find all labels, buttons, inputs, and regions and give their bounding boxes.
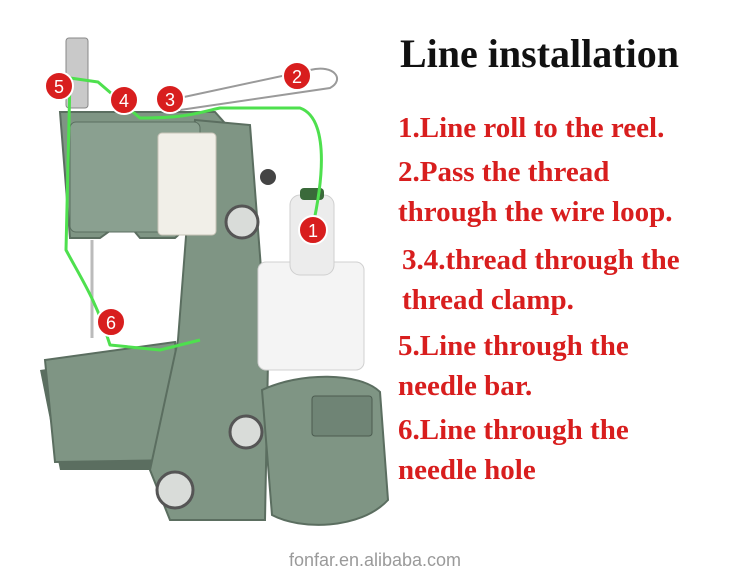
step-marker-1: 1 bbox=[298, 215, 328, 245]
step-3-4-text: 3.4.thread through the thread clamp. bbox=[402, 240, 680, 320]
step-marker-6: 6 bbox=[96, 307, 126, 337]
watermark-text: fonfar.en.alibaba.com bbox=[288, 550, 462, 570]
step-marker-circle bbox=[298, 215, 328, 245]
step-markers: 1 2 3 4 5 6 bbox=[44, 61, 328, 337]
step-5-line-2: needle bar. bbox=[398, 370, 533, 402]
step-marker-label: 2 bbox=[292, 67, 302, 87]
step-marker-circle bbox=[282, 61, 312, 91]
step-marker-5: 5 bbox=[44, 71, 74, 101]
step-6-text: 6.Line through the needle hole bbox=[398, 410, 629, 490]
step-marker-label: 6 bbox=[106, 313, 116, 333]
step-1-line-1: 1.Line roll to the reel. bbox=[398, 112, 665, 144]
step-3-4-line-1: 3.4.thread through the bbox=[402, 244, 680, 276]
step-marker-label: 3 bbox=[165, 90, 175, 110]
step-marker-label: 1 bbox=[308, 221, 318, 241]
step-marker-circle bbox=[155, 84, 185, 114]
step-marker-4: 4 bbox=[109, 85, 139, 115]
tension-block bbox=[157, 132, 217, 236]
thread-spool bbox=[257, 188, 365, 371]
step-marker-label: 4 bbox=[119, 91, 129, 111]
step-2-line-2: through the wire loop. bbox=[398, 196, 673, 228]
step-3-4-line-2: thread clamp. bbox=[402, 284, 574, 316]
step-2-text: 2.Pass the thread through the wire loop. bbox=[398, 152, 672, 232]
step-5-text: 5.Line through the needle bar. bbox=[398, 326, 629, 406]
wire-loop bbox=[169, 67, 338, 111]
step-marker-circle bbox=[109, 85, 139, 115]
step-2-line-1: 2.Pass the thread bbox=[398, 156, 610, 188]
step-6-line-2: needle hole bbox=[398, 454, 536, 486]
step-1-text: 1.Line roll to the reel. bbox=[398, 108, 664, 148]
step-6-line-1: 6.Line through the bbox=[398, 414, 629, 446]
step-5-line-1: 5.Line through the bbox=[398, 330, 629, 362]
step-marker-3: 3 bbox=[155, 84, 185, 114]
step-marker-2: 2 bbox=[282, 61, 312, 91]
step-marker-circle bbox=[96, 307, 126, 337]
step-marker-circle bbox=[44, 71, 74, 101]
page-title: Line installation bbox=[400, 31, 679, 76]
step-marker-label: 5 bbox=[54, 77, 64, 97]
thread-path bbox=[64, 76, 323, 352]
